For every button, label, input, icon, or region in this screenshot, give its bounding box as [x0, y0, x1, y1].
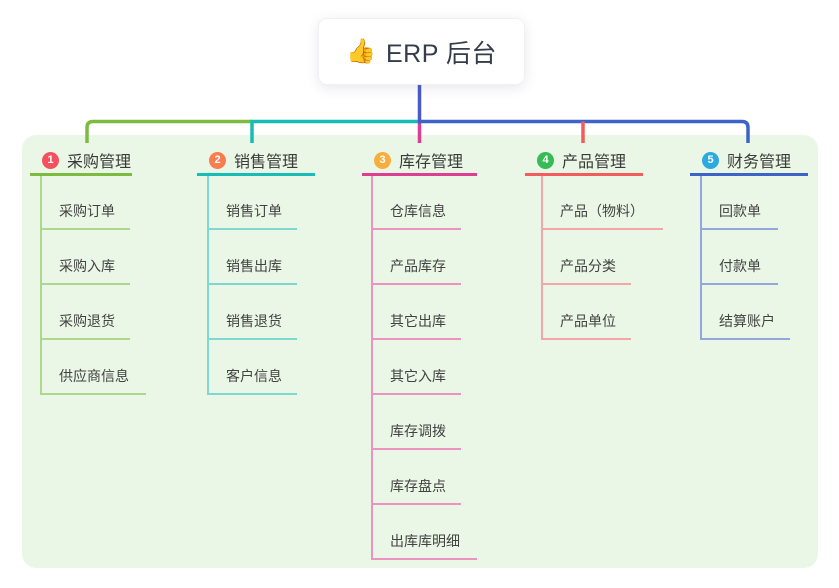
- branch-number-badge: 1: [42, 151, 59, 169]
- branch-number-badge: 5: [702, 151, 719, 169]
- child-label: 库存调拨: [390, 423, 446, 439]
- child-label: 产品（物料）: [560, 203, 644, 219]
- child-label: 产品库存: [390, 258, 446, 274]
- child-node[interactable]: 产品单位: [543, 285, 631, 340]
- root-node[interactable]: 👍 ERP 后台: [318, 18, 525, 85]
- child-label: 产品单位: [560, 313, 616, 329]
- child-node[interactable]: 销售订单: [209, 176, 297, 230]
- child-node[interactable]: 付款单: [702, 230, 778, 285]
- child-label: 销售出库: [226, 258, 282, 274]
- child-label: 客户信息: [226, 368, 282, 384]
- branch-head-inventory[interactable]: 3 库存管理: [362, 147, 477, 176]
- child-node[interactable]: 产品库存: [373, 230, 461, 285]
- branch-head-purchase[interactable]: 1 采购管理: [30, 147, 132, 176]
- child-node[interactable]: 出库库明细: [373, 505, 477, 560]
- branch-head-finance[interactable]: 5 财务管理: [690, 147, 808, 176]
- branch-children-sales: 销售订单 销售出库 销售退货 客户信息: [207, 176, 297, 395]
- child-label: 产品分类: [560, 258, 616, 274]
- branch-children-finance: 回款单 付款单 结算账户: [700, 176, 790, 340]
- child-label: 采购订单: [59, 203, 115, 219]
- child-node[interactable]: 库存盘点: [373, 450, 461, 505]
- branch-children-inventory: 仓库信息 产品库存 其它出库 其它入库 库存调拨 库存盘点 出库库明细: [371, 176, 477, 560]
- child-label: 其它入库: [390, 368, 446, 384]
- child-label: 回款单: [719, 203, 761, 219]
- child-node[interactable]: 库存调拨: [373, 395, 461, 450]
- child-label: 结算账户: [719, 313, 775, 329]
- branch-children-purchase: 采购订单 采购入库 采购退货 供应商信息: [40, 176, 146, 395]
- child-node[interactable]: 销售退货: [209, 285, 297, 340]
- child-node[interactable]: 供应商信息: [42, 340, 146, 395]
- child-node[interactable]: 客户信息: [209, 340, 297, 395]
- child-label: 库存盘点: [390, 478, 446, 494]
- child-node[interactable]: 其它入库: [373, 340, 461, 395]
- child-node[interactable]: 采购退货: [42, 285, 130, 340]
- child-label: 其它出库: [390, 313, 446, 329]
- child-node[interactable]: 采购订单: [42, 176, 130, 230]
- child-node[interactable]: 销售出库: [209, 230, 297, 285]
- child-node[interactable]: 结算账户: [702, 285, 790, 340]
- child-label: 采购入库: [59, 258, 115, 274]
- branch-number-badge: 2: [209, 151, 226, 169]
- branch-label: 产品管理: [562, 154, 627, 171]
- child-node[interactable]: 仓库信息: [373, 176, 461, 230]
- branch-label: 库存管理: [399, 154, 464, 171]
- background-panel: [22, 135, 818, 568]
- child-label: 供应商信息: [59, 368, 129, 384]
- child-node[interactable]: 采购入库: [42, 230, 130, 285]
- child-label: 采购退货: [59, 313, 115, 329]
- child-label: 销售退货: [226, 313, 282, 329]
- child-label: 销售订单: [226, 203, 282, 219]
- branch-head-product[interactable]: 4 产品管理: [525, 147, 643, 176]
- root-label: ERP 后台: [385, 39, 497, 68]
- child-label: 付款单: [719, 258, 761, 274]
- branch-label: 采购管理: [67, 154, 132, 171]
- child-node[interactable]: 产品（物料）: [543, 176, 663, 230]
- child-node[interactable]: 产品分类: [543, 230, 631, 285]
- branch-children-product: 产品（物料） 产品分类 产品单位: [541, 176, 663, 340]
- branch-label: 销售管理: [234, 154, 299, 171]
- branch-number-badge: 3: [374, 151, 391, 169]
- child-label: 出库库明细: [390, 533, 460, 549]
- branch-label: 财务管理: [727, 154, 792, 171]
- thumbs-up-icon: 👍: [346, 37, 376, 65]
- child-node[interactable]: 回款单: [702, 176, 778, 230]
- child-node[interactable]: 其它出库: [373, 285, 461, 340]
- branch-head-sales[interactable]: 2 销售管理: [197, 147, 315, 176]
- branch-number-badge: 4: [537, 151, 554, 169]
- child-label: 仓库信息: [390, 203, 446, 219]
